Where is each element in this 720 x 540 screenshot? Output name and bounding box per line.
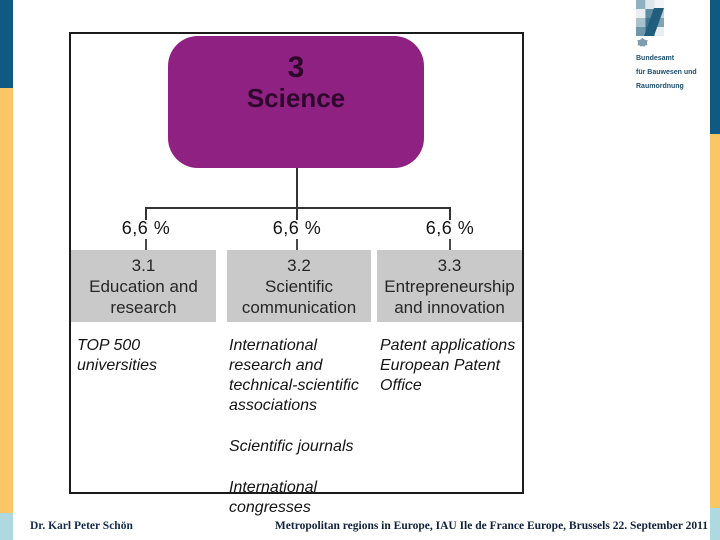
category-code: 3.3 (437, 256, 462, 275)
category-code: 3.1 (131, 256, 156, 275)
left-edge-blue-segment (0, 0, 13, 88)
footer-event-title: Metropolitan regions in Europe, IAU Ile … (274, 520, 708, 532)
indicator-item: International research and technical-sci… (229, 337, 359, 414)
right-edge-blue-segment (710, 0, 720, 134)
checkered-logo-icon (636, 0, 664, 36)
indicator-list-communication: International research and technical-sci… (229, 336, 379, 539)
category-code: 3.2 (287, 256, 311, 275)
root-node-number: 3 (287, 51, 305, 84)
category-label: Entrepreneurship and innovation (384, 277, 515, 317)
left-edge-lightblue-segment (0, 513, 13, 540)
category-box-education: 3.1 Education and research (71, 250, 216, 322)
organization-name-line: Raumordnung (636, 83, 684, 90)
category-label: Education and research (89, 277, 198, 317)
organization-name-line: Bundesamt (636, 55, 675, 62)
connector-stub-center (296, 207, 298, 220)
category-box-entrepreneurship: 3.3 Entrepreneurship and innovation (377, 250, 522, 322)
right-edge-yellow-segment (710, 134, 720, 508)
dashed-connector-center (296, 239, 298, 250)
branch-percent-label: 6,6 % (272, 218, 322, 238)
indicator-item: Patent applications European Patent Offi… (380, 337, 516, 394)
root-node-title: Science (246, 83, 346, 113)
indicator-item: International congresses (229, 479, 318, 516)
footer-author: Dr. Karl Peter Schön (30, 520, 133, 532)
right-edge-lightblue-segment (710, 508, 720, 540)
connector-horizontal (145, 207, 451, 209)
branch-percent-label: 6,6 % (121, 218, 171, 238)
connector-root-vertical (296, 168, 298, 209)
indicator-item: TOP 500 universities (77, 337, 158, 374)
connector-stub-right (449, 207, 451, 220)
left-edge-yellow-segment (0, 88, 13, 513)
organization-name: Bundesamt für Bauwesen und Raumordnung (636, 52, 697, 94)
branch-percent-label: 6,6 % (425, 218, 475, 238)
connector-stub-left (145, 207, 147, 220)
category-label: Scientific communication (241, 277, 357, 317)
federal-eagle-icon (637, 37, 648, 47)
diagram-frame: 3 Science 6,6 % 6,6 % 6,6 % 3.1 Educatio… (69, 32, 524, 516)
indicator-list-entrepreneurship: Patent applications European Patent Offi… (380, 336, 530, 417)
organization-name-line: für Bauwesen und (636, 69, 697, 76)
indicator-list-education: TOP 500 universities (77, 336, 227, 397)
indicator-item: Scientific journals (229, 438, 354, 455)
category-box-communication: 3.2 Scientific communication (227, 250, 371, 322)
dashed-connector-left (145, 239, 147, 250)
dashed-connector-right (449, 239, 451, 250)
diagram-root-node: 3 Science (168, 36, 424, 168)
